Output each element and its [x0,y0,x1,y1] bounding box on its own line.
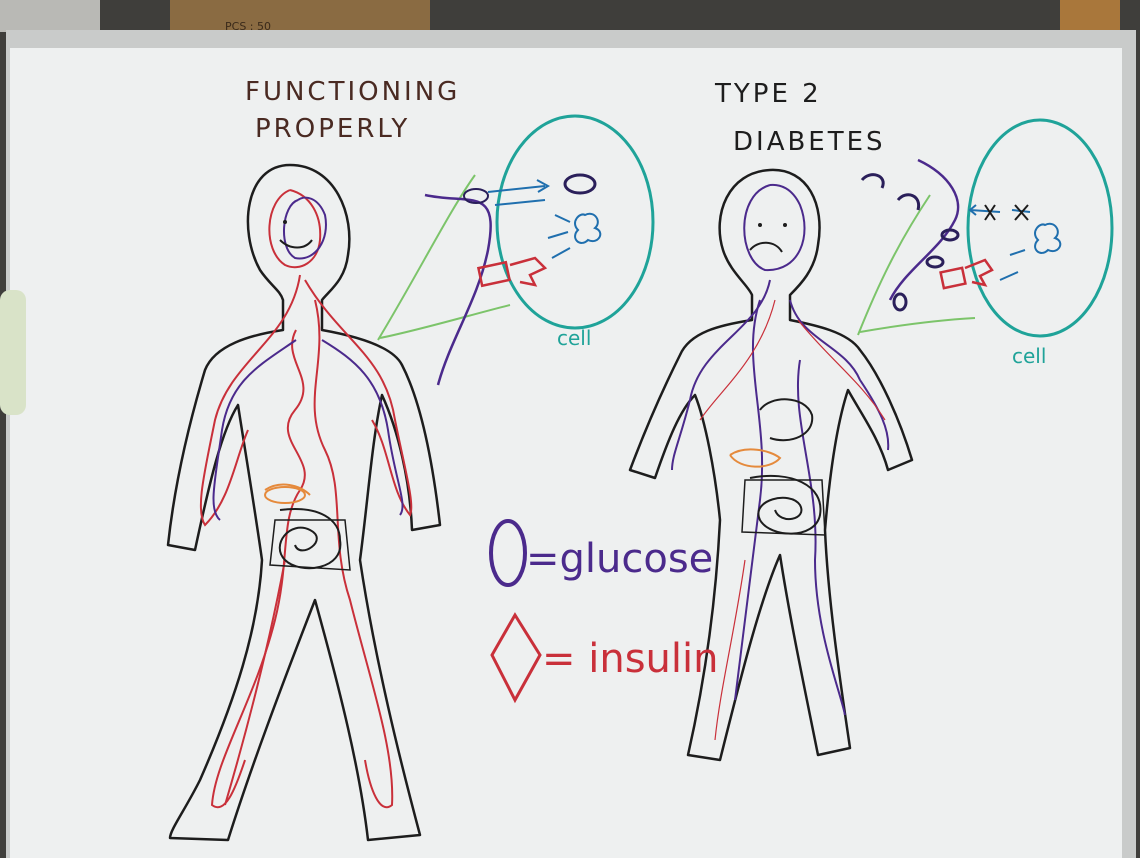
right-title-line2: DIABETES [733,127,886,157]
left-title-line1: FUNCTIONING [245,77,460,107]
whiteboard-surface [10,48,1122,858]
insulin-legend-label: = insulin [542,636,718,682]
board-clip [0,290,26,415]
right-cell-label: cell [1012,344,1046,368]
glucose-legend-label: =glucose [526,536,713,582]
right-title-line1: TYPE 2 [714,79,822,109]
left-title-line2: PROPERLY [255,114,410,144]
left-cell-label: cell [557,326,591,350]
